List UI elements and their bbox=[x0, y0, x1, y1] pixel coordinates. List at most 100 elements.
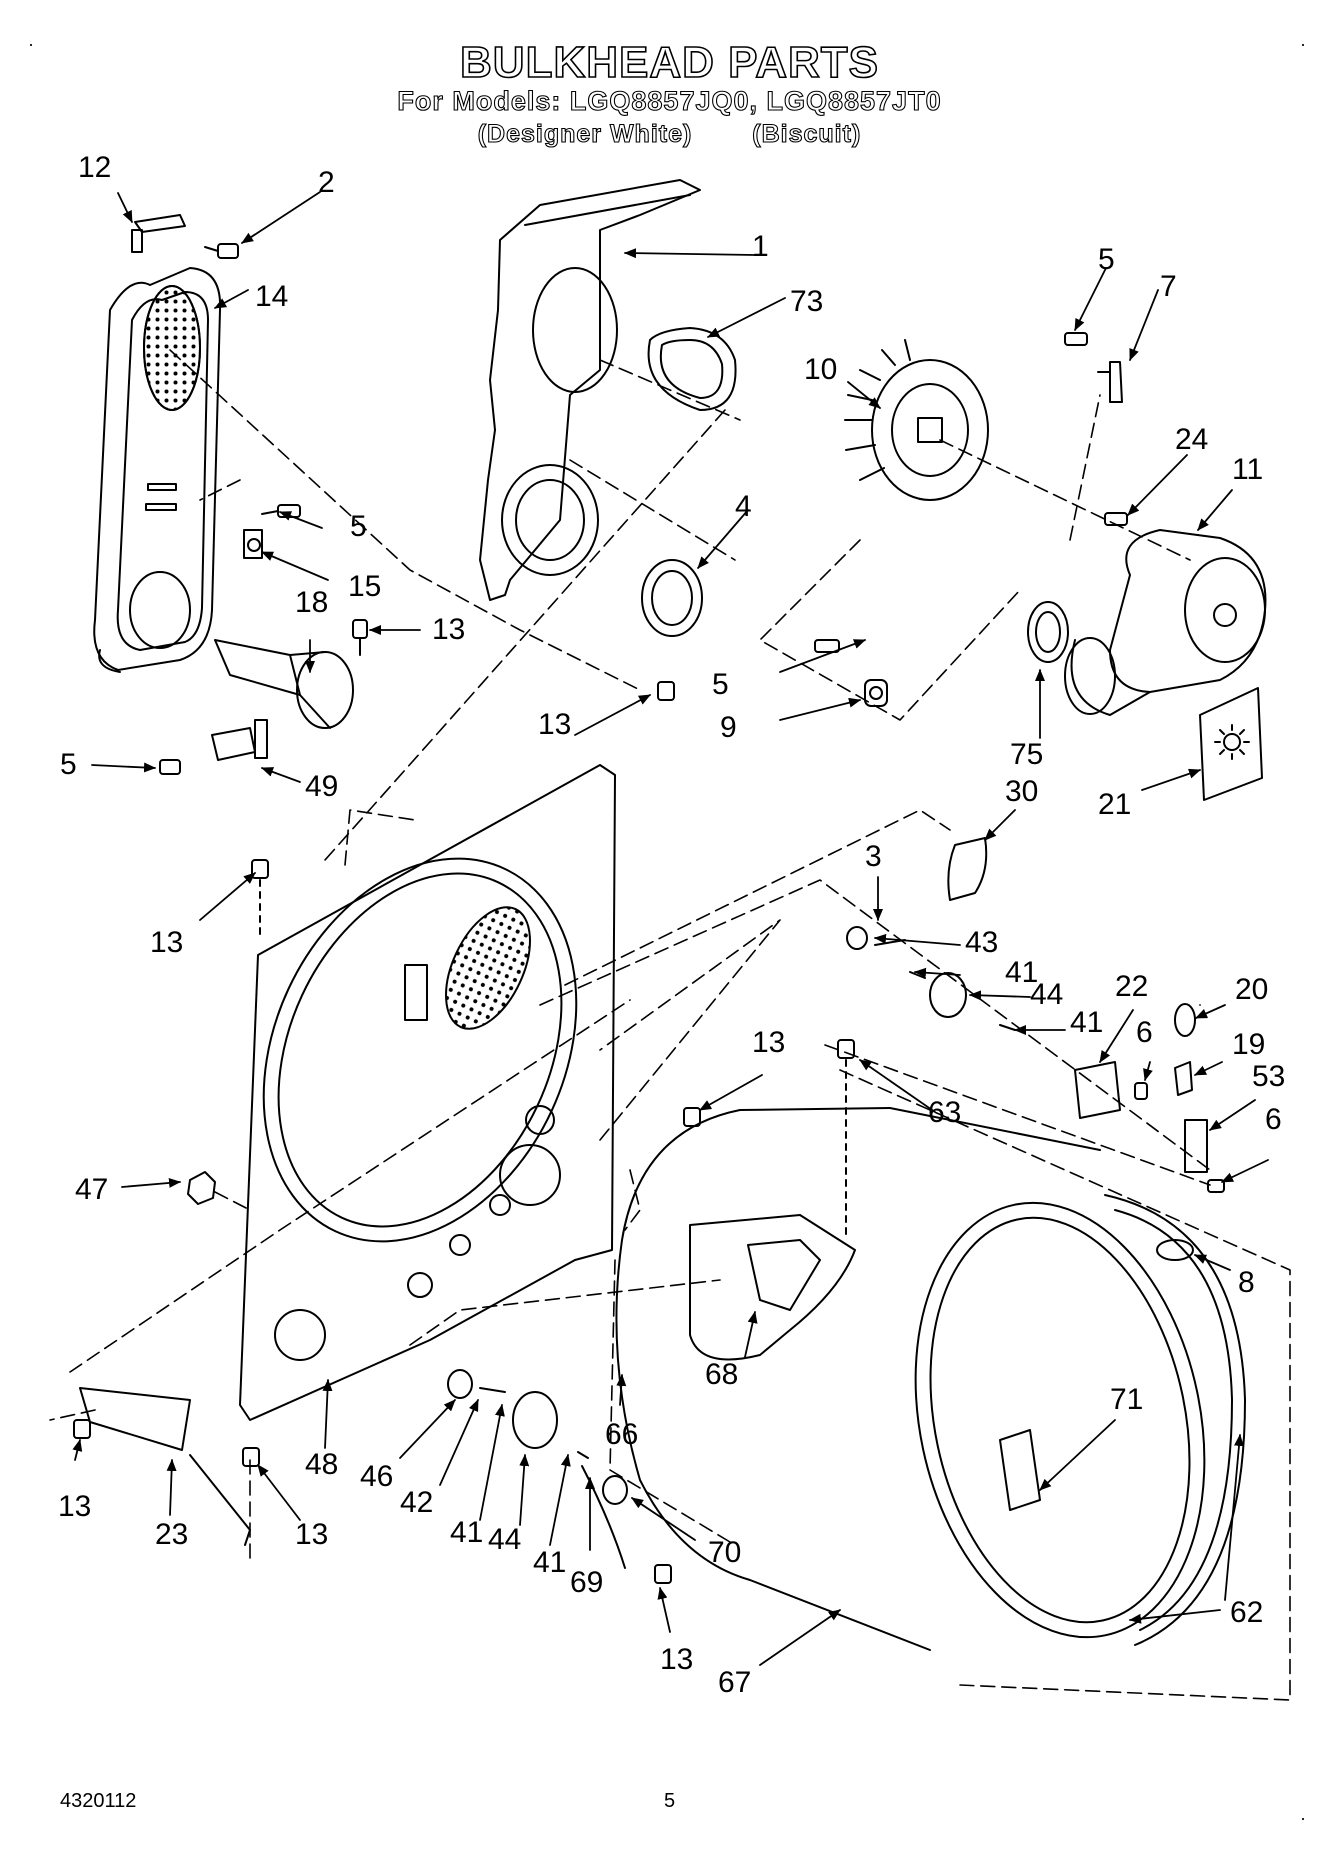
screw-part-13-f bbox=[683, 1107, 701, 1127]
roller-assembly-lower bbox=[447, 1369, 672, 1584]
callout-30: 30 bbox=[1005, 775, 1039, 808]
screw-part-5-left bbox=[261, 504, 301, 518]
callout-13-upper-left: 13 bbox=[432, 613, 466, 646]
callout-7: 7 bbox=[1160, 270, 1177, 303]
callout-41-lower-b: 41 bbox=[533, 1546, 567, 1579]
callout-44-lower: 44 bbox=[488, 1523, 522, 1556]
callout-13-left: 13 bbox=[150, 926, 184, 959]
corner-mark-top-right: · bbox=[1300, 34, 1306, 54]
nut-part-47 bbox=[187, 1171, 216, 1205]
callout-5-center: 5 bbox=[712, 668, 729, 701]
callout-24: 24 bbox=[1175, 423, 1209, 456]
callout-8: 8 bbox=[1238, 1266, 1255, 1299]
label-part-21 bbox=[1199, 687, 1263, 801]
screw-part-24 bbox=[1104, 512, 1128, 526]
rear-bulkhead-part-1 bbox=[479, 179, 701, 601]
callout-10: 10 bbox=[804, 353, 838, 386]
corner-mark-bottom-right: · bbox=[1300, 1808, 1306, 1828]
clip-part-7 bbox=[1097, 361, 1123, 403]
callout-62: 62 bbox=[1230, 1596, 1264, 1629]
callout-1: 1 bbox=[752, 230, 769, 263]
page-title: BULKHEAD PARTS bbox=[459, 37, 879, 88]
socket-part-19 bbox=[1174, 1061, 1193, 1096]
callout-22: 22 bbox=[1115, 970, 1149, 1003]
callout-6-upper: 6 bbox=[1136, 1016, 1153, 1049]
callout-12: 12 bbox=[78, 151, 112, 184]
plug-part-8 bbox=[1156, 1239, 1194, 1261]
models-line: For Models: LGQ8857JQ0, LGQ8857JT0 bbox=[397, 85, 942, 116]
screw-part-13-d bbox=[73, 1419, 91, 1439]
cover-part-53 bbox=[1184, 1119, 1208, 1173]
screw-part-5-right bbox=[1064, 332, 1088, 346]
callout-44-upper: 44 bbox=[1030, 978, 1064, 1011]
callout-66: 66 bbox=[605, 1418, 639, 1451]
callout-4: 4 bbox=[735, 490, 752, 523]
callout-63: 63 bbox=[928, 1096, 962, 1129]
callout-20: 20 bbox=[1235, 973, 1269, 1006]
screw-part-13-e bbox=[242, 1447, 260, 1467]
variant-designer-white: (Designer White) bbox=[477, 119, 693, 148]
seal-part-4 bbox=[641, 559, 703, 637]
callout-71: 71 bbox=[1110, 1383, 1144, 1416]
callout-47: 47 bbox=[75, 1173, 109, 1206]
callout-42: 42 bbox=[400, 1486, 434, 1519]
assembly-lines bbox=[49, 349, 1291, 1701]
screw-part-6-b bbox=[1207, 1179, 1225, 1193]
callout-14: 14 bbox=[255, 280, 289, 313]
drum-seal-part-62 bbox=[1104, 1194, 1246, 1646]
duct-part-18 bbox=[214, 639, 354, 729]
callout-6-lower: 6 bbox=[1265, 1103, 1282, 1136]
callout-15: 15 bbox=[348, 570, 382, 603]
callout-9: 9 bbox=[720, 711, 737, 744]
callout-5-left: 5 bbox=[350, 510, 367, 543]
callout-69: 69 bbox=[570, 1566, 604, 1599]
document-number: 4320112 bbox=[60, 1790, 137, 1812]
screw-part-13-a bbox=[352, 619, 368, 656]
callout-5-lower-left: 5 bbox=[60, 748, 77, 781]
callout-11: 11 bbox=[1232, 453, 1264, 486]
callout-3: 3 bbox=[865, 840, 882, 873]
page-number: 5 bbox=[664, 1790, 676, 1812]
callout-49: 49 bbox=[305, 770, 339, 803]
callout-67: 67 bbox=[718, 1666, 752, 1699]
screw-part-5-center bbox=[814, 639, 840, 653]
callout-43: 43 bbox=[965, 926, 999, 959]
callout-13-middle: 13 bbox=[752, 1026, 786, 1059]
callout-75: 75 bbox=[1010, 738, 1044, 771]
switch-part-22 bbox=[1074, 1061, 1121, 1119]
callout-41-upper-b: 41 bbox=[1070, 1006, 1104, 1039]
bracket-part-49 bbox=[211, 719, 268, 761]
callout-13-center: 13 bbox=[538, 708, 572, 741]
screw-part-2 bbox=[204, 243, 239, 259]
front-panel-part-48 bbox=[239, 764, 616, 1421]
bearing-part-75 bbox=[1027, 601, 1069, 663]
callout-19: 19 bbox=[1232, 1028, 1266, 1061]
drum-part-67 bbox=[615, 1107, 1206, 1651]
callout-53: 53 bbox=[1252, 1060, 1286, 1093]
callout-41-upper-a: 41 bbox=[1005, 956, 1039, 989]
thermostat-part-15 bbox=[243, 529, 263, 559]
blower-wheel-part-10 bbox=[844, 339, 989, 501]
leader-arrows bbox=[72, 191, 1269, 1666]
callout-13-bottom: 13 bbox=[660, 1643, 694, 1676]
callout-70: 70 bbox=[708, 1536, 742, 1569]
gasket-part-73 bbox=[647, 327, 737, 411]
callout-73: 73 bbox=[790, 285, 824, 318]
callout-68: 68 bbox=[705, 1358, 739, 1391]
callout-46: 46 bbox=[360, 1460, 394, 1493]
front-duct-cover bbox=[93, 267, 222, 673]
callout-13-lower-left: 13 bbox=[58, 1490, 92, 1523]
callout-23: 23 bbox=[155, 1518, 189, 1551]
callout-13-lower: 13 bbox=[295, 1518, 329, 1551]
callout-5-top-right: 5 bbox=[1098, 243, 1115, 276]
variant-biscuit: (Biscuit) bbox=[752, 119, 862, 148]
variants-line: (Designer White) (Biscuit) bbox=[0, 119, 1339, 149]
callout-41-lower-a: 41 bbox=[450, 1516, 484, 1549]
corner-mark-top-left: · bbox=[28, 34, 34, 54]
screw-part-5-lower bbox=[159, 759, 181, 775]
callout-2: 2 bbox=[318, 166, 335, 199]
callout-21: 21 bbox=[1098, 788, 1132, 821]
callout-18: 18 bbox=[295, 586, 329, 619]
